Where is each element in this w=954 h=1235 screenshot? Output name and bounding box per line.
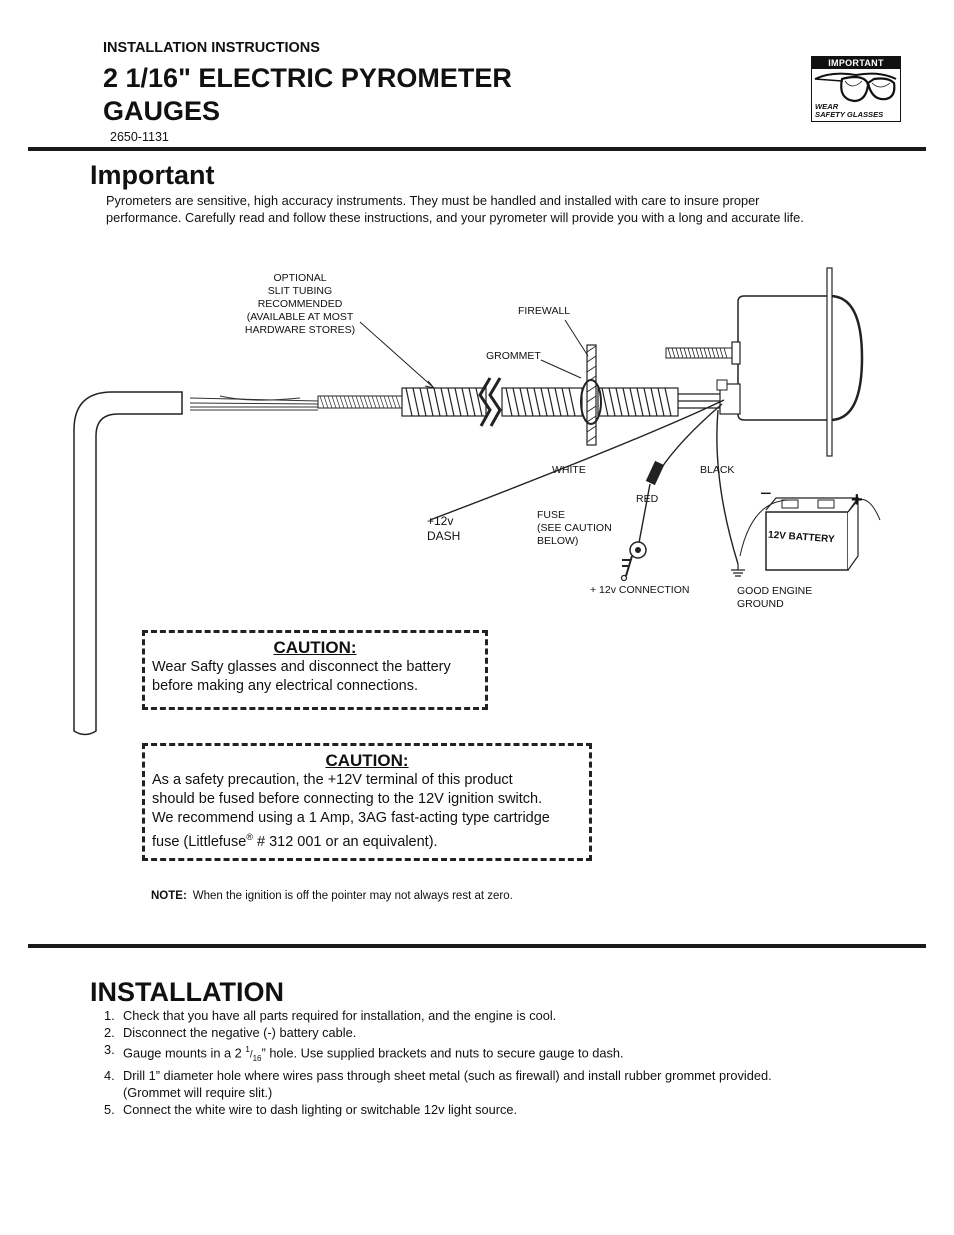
badge-line2: SAFETY GLASSES — [815, 110, 884, 119]
ground-line: GOOD ENGINE — [737, 585, 813, 597]
note: NOTE: When the ignition is off the pointe… — [151, 890, 513, 902]
step-text: Check that you have all parts required f… — [123, 1008, 557, 1023]
caution-line: fuse (Littlefuse® # 312 001 or an equiva… — [152, 828, 589, 852]
optional-tubing-label: OPTIONAL SLIT TUBING RECOMMENDED (AVAILA… — [236, 272, 364, 337]
fraction-slash: / — [249, 1049, 253, 1061]
caution-text: Wear Safty glasses and disconnect the ba… — [145, 658, 485, 696]
white-wire-label: WHITE — [552, 464, 586, 476]
badge-text: WEAR SAFETY GLASSES — [815, 103, 883, 119]
important-heading: Important — [90, 160, 215, 190]
step-text: Disconnect the negative (-) battery cabl… — [123, 1025, 357, 1040]
step-number: 2. — [104, 1025, 115, 1040]
dash-line: DASH — [427, 529, 461, 543]
doc-title: 2 1/16" ELECTRIC PYROMETER GAUGES — [103, 62, 623, 128]
caution-line: As a safety precaution, the +12V termina… — [152, 772, 513, 788]
caution-line: Wear Safty glasses and disconnect the ba… — [152, 659, 451, 675]
red-wire-label: RED — [636, 493, 659, 505]
wiring-diagram — [73, 267, 881, 736]
list-item: 3. Gauge mounts in a 2 1/16” hole. Use su… — [104, 1041, 884, 1067]
caution-line: should be fused before connecting to the… — [152, 791, 543, 807]
caution-line: We recommend using a 1 Amp, 3AG fast-act… — [152, 810, 550, 826]
list-item: 4. Drill 1” diameter hole where wires pas… — [104, 1067, 884, 1101]
doc-subtitle: INSTALLATION INSTRUCTIONS — [103, 40, 320, 56]
step-text: Drill 1” diameter hole where wires pass … — [123, 1067, 772, 1083]
list-item: 5. Connect the white wire to dash lightin… — [104, 1101, 884, 1118]
caution-text: As a safety precaution, the +12V termina… — [145, 771, 589, 852]
note-text: When the ignition is off the pointer may… — [192, 890, 513, 902]
fuse-label: FUSE (SEE CAUTION BELOW) — [537, 509, 612, 548]
ground-label: GOOD ENGINE GROUND — [737, 585, 812, 611]
caution-box-2: CAUTION: As a safety precaution, the +12… — [142, 743, 592, 861]
slit-tubing — [401, 387, 679, 417]
grommet-label: GROMMET — [486, 350, 541, 362]
step-text: Connect the white wire to dash lighting … — [123, 1101, 518, 1117]
installation-heading: INSTALLATION — [90, 977, 284, 1007]
battery-icon — [739, 497, 881, 571]
step-text: ” hole. Use supplied brackets and nuts t… — [261, 1045, 624, 1061]
dash-line: +12v — [427, 514, 454, 528]
ignition-key-icon — [620, 541, 647, 582]
step-number: 5. — [104, 1101, 115, 1117]
battery-minus: − — [760, 483, 772, 505]
step-text: (Grommet will require slit.) — [123, 1084, 273, 1100]
installation-steps: 1. Check that you have all parts required… — [104, 1007, 884, 1118]
safety-glasses-badge: IMPORTANT WEAR SAFETY GLASSES — [811, 56, 901, 122]
part-number: 2650-1131 — [110, 130, 169, 144]
caution-line-part: # 312 001 or an equivalent). — [252, 833, 438, 850]
ground-line: GROUND — [737, 598, 784, 610]
tubing-line: SLIT TUBING — [267, 285, 333, 297]
firewall — [586, 344, 597, 446]
fuse — [645, 460, 665, 486]
caution-line: before making any electrical connections… — [152, 678, 418, 694]
doc-title-line1: 2 1/16" ELECTRIC PYROMETER — [103, 63, 512, 93]
tubing-line: RECOMMENDED — [257, 298, 343, 310]
fuse-line: (SEE CAUTION — [537, 522, 612, 534]
battery-plus: + — [851, 489, 863, 511]
dash-12v-label: +12v DASH — [427, 514, 460, 544]
caution-title: CAUTION: — [273, 638, 357, 657]
list-item: 1. Check that you have all parts required… — [104, 1007, 884, 1024]
thermocouple-probe — [73, 391, 183, 736]
tubing-line: HARDWARE STORES) — [244, 324, 356, 336]
ground-symbol-icon — [731, 564, 745, 577]
badge-line1: WEAR — [815, 102, 839, 111]
list-item: 2. Disconnect the negative (-) battery ca… — [104, 1024, 884, 1041]
fraction-numerator: 1 — [245, 1045, 250, 1054]
section-divider — [28, 944, 926, 948]
gauge-body — [737, 295, 831, 421]
braided-wire — [317, 395, 403, 409]
fraction-denominator: 16 — [252, 1053, 262, 1063]
step-number: 1. — [104, 1008, 115, 1023]
note-label: NOTE: — [151, 890, 187, 902]
black-wire-label: BLACK — [700, 464, 735, 476]
firewall-label: FIREWALL — [518, 305, 571, 317]
step-number: 4. — [104, 1067, 115, 1083]
safety-glasses-icon — [814, 72, 897, 103]
top-divider — [28, 147, 926, 151]
badge-title: IMPORTANT — [812, 57, 900, 69]
tubing-line: OPTIONAL — [273, 272, 327, 284]
grommet — [580, 379, 602, 425]
step-text: Gauge mounts in a 2 — [123, 1045, 246, 1061]
caution-title: CAUTION: — [325, 751, 409, 770]
doc-title-line2: GAUGES — [103, 96, 221, 126]
connection-12v-label: + 12v CONNECTION — [590, 584, 690, 596]
fuse-line: FUSE — [537, 509, 566, 521]
caution-line-part: fuse (Littlefuse — [152, 833, 247, 850]
fuse-line: BELOW) — [537, 535, 579, 547]
registered-mark: ® — [246, 832, 253, 842]
tubing-line: (AVAILABLE AT MOST — [246, 311, 354, 323]
caution-box-1: CAUTION: Wear Safty glasses and disconne… — [142, 630, 488, 710]
step-number: 3. — [104, 1042, 115, 1057]
important-body: Pyrometers are sensitive, high accuracy … — [106, 193, 804, 225]
